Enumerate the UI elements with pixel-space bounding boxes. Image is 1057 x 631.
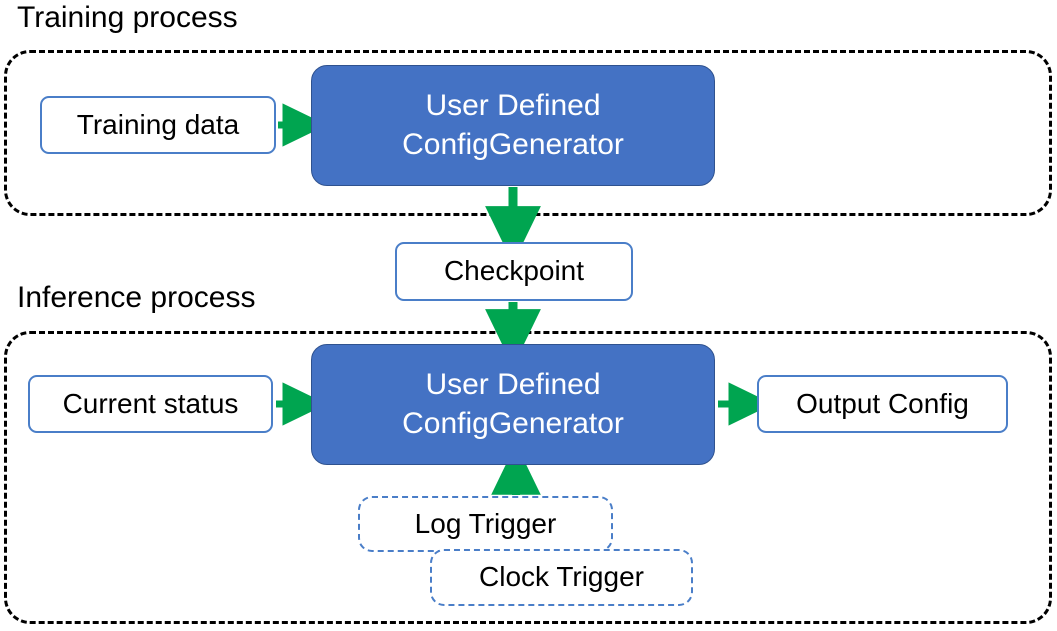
node-training-config-generator[interactable]: User Defined ConfigGenerator [311,65,715,186]
node-output-config[interactable]: Output Config [757,375,1008,433]
node-clock-trigger[interactable]: Clock Trigger [430,549,693,606]
node-inference-config-generator[interactable]: User Defined ConfigGenerator [311,344,715,465]
training-process-caption: Training process [17,1,238,34]
node-label-line2: ConfigGenerator [402,127,624,161]
node-label-line1: User Defined [425,89,601,123]
node-training-data[interactable]: Training data [40,96,276,154]
inference-process-caption: Inference process [17,281,256,314]
node-label-line2: ConfigGenerator [402,406,624,440]
node-current-status[interactable]: Current status [28,375,273,433]
node-label-line1: User Defined [425,368,601,402]
node-checkpoint[interactable]: Checkpoint [395,242,633,301]
node-log-trigger[interactable]: Log Trigger [358,496,613,552]
